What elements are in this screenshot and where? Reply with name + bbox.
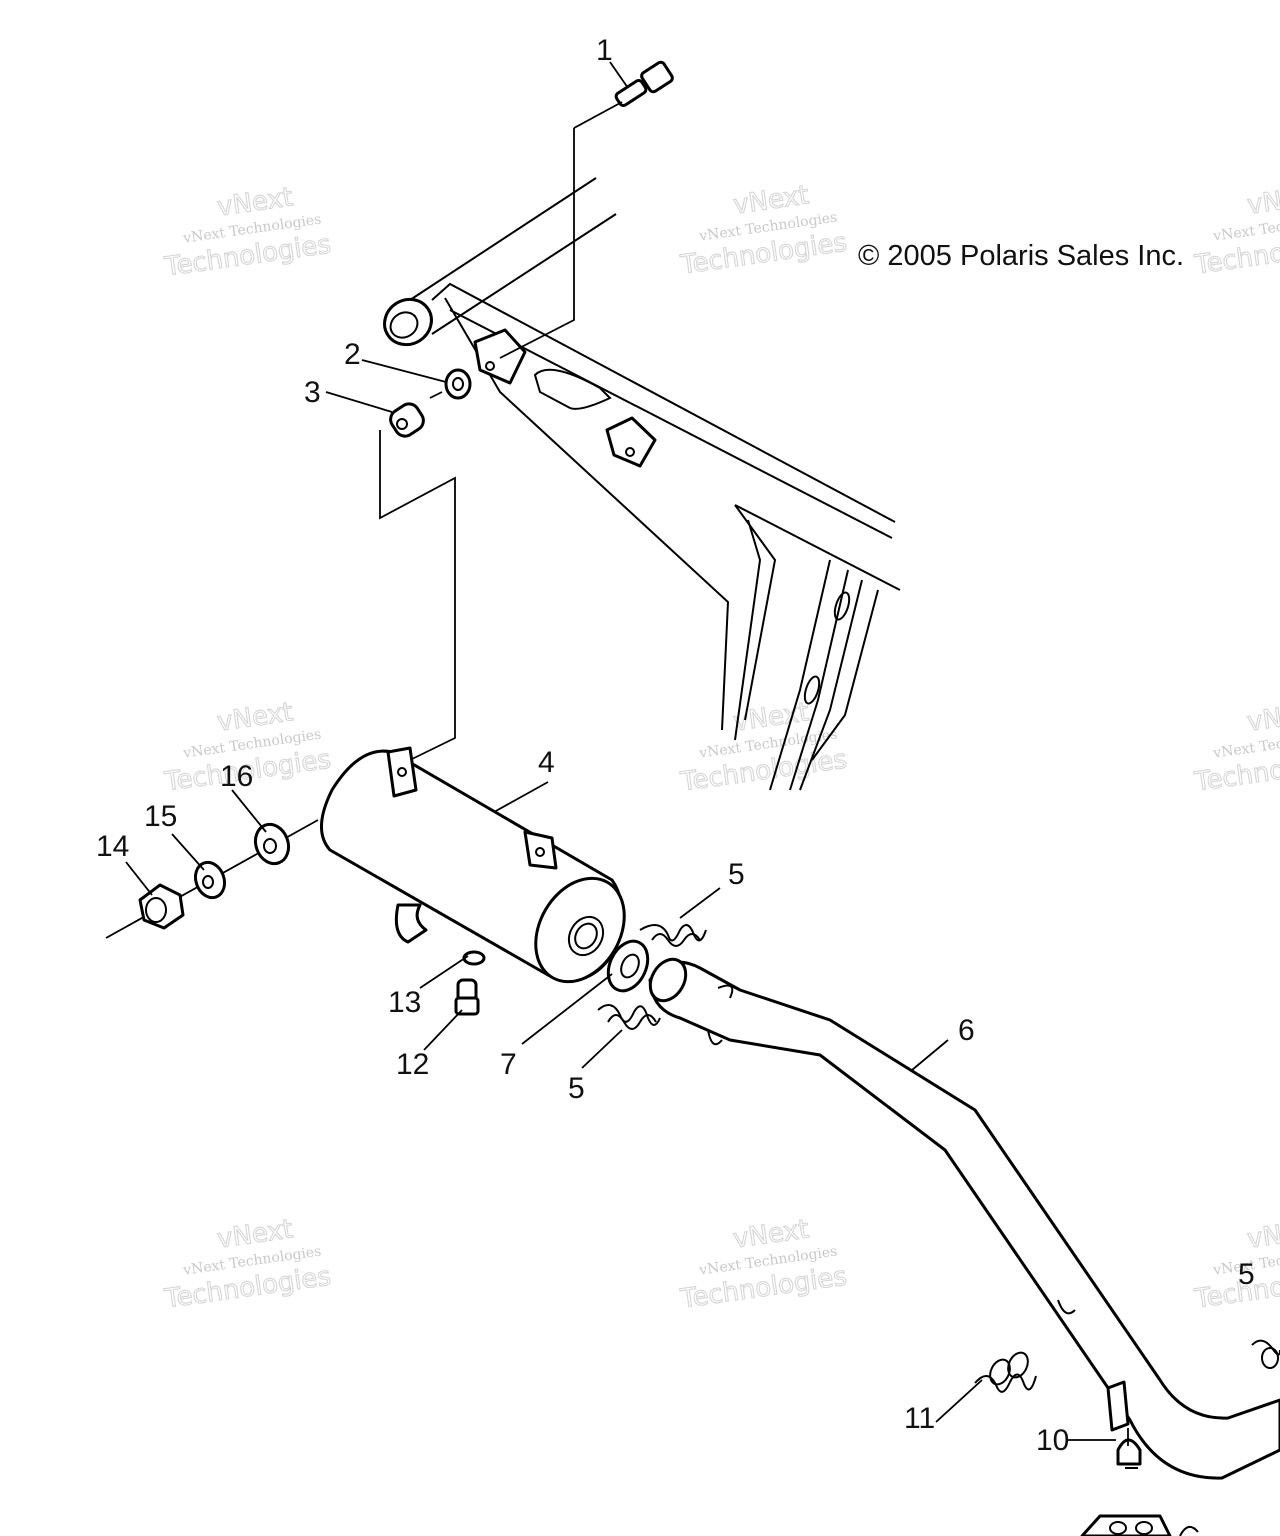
callout-16: 16	[220, 760, 253, 793]
spring-part-11	[974, 1351, 1037, 1393]
watermark: vNext vNext Technologies Technologies	[1192, 1214, 1280, 1315]
washer-part-16	[253, 822, 291, 866]
callout-11: 11	[904, 1402, 935, 1435]
svg-text:vNext: vNext	[1245, 697, 1280, 737]
callout-2: 2	[344, 338, 361, 371]
watermark-layer: vNext vNext Technologies Technologies vN…	[162, 180, 1280, 1315]
callout-6: 6	[958, 1014, 975, 1047]
spacer-part-3	[379, 402, 456, 761]
watermark: vNext vNext Technologies Technologies	[162, 697, 334, 798]
svg-text:vNext: vNext	[1245, 1214, 1280, 1254]
head-pipe-part-6	[648, 957, 1280, 1480]
svg-text:vNext: vNext	[1245, 180, 1280, 220]
gasket-part-7	[606, 939, 650, 993]
grommet-part-10	[1116, 1428, 1142, 1469]
callout-7: 7	[500, 1048, 517, 1081]
bolt-part-1	[499, 60, 674, 359]
frame-bracket	[605, 416, 657, 468]
spring-part-5	[639, 924, 707, 947]
callout-14: 14	[96, 830, 129, 863]
copyright-notice: © 2005 Polaris Sales Inc.	[858, 240, 1184, 272]
watermark: vNext vNext Technologies Technologies	[162, 182, 334, 283]
callout-5: 5	[568, 1072, 585, 1105]
screw-part-12	[454, 978, 480, 1016]
callout-13: 13	[388, 986, 421, 1019]
leader-lines	[125, 61, 1116, 1441]
watermark: vNext vNext Technologies Technologies	[1192, 180, 1280, 281]
callout-labels: 1 2 3 4 5 5 5 6 7 10 11 12 13 14 15 16	[96, 34, 1255, 1457]
watermark: vNext vNext Technologies Technologies	[1192, 697, 1280, 798]
chassis-frame	[383, 177, 901, 791]
callout-5: 5	[1238, 1258, 1255, 1291]
callout-15: 15	[144, 800, 177, 833]
callout-4: 4	[538, 746, 555, 779]
washer-part-13	[462, 950, 486, 966]
spring-part-5	[597, 1004, 661, 1030]
watermark: vNext vNext Technologies Technologies	[678, 1214, 850, 1315]
callout-3: 3	[304, 376, 321, 409]
callout-12: 12	[396, 1048, 429, 1081]
frame-bracket	[473, 328, 527, 385]
grommet-part-2	[429, 368, 472, 400]
muffler-part-4	[320, 746, 626, 984]
spring-part-5	[1251, 1339, 1280, 1369]
watermark: vNext vNext Technologies Technologies	[162, 1214, 334, 1315]
nut-part-14	[138, 883, 185, 930]
washer-part-15	[193, 860, 227, 900]
exhaust-flange-partial	[1080, 1514, 1199, 1536]
callout-10: 10	[1036, 1424, 1069, 1457]
watermark: vNext vNext Technologies Technologies	[678, 180, 850, 281]
callout-5: 5	[728, 858, 745, 891]
callout-1: 1	[596, 34, 613, 67]
